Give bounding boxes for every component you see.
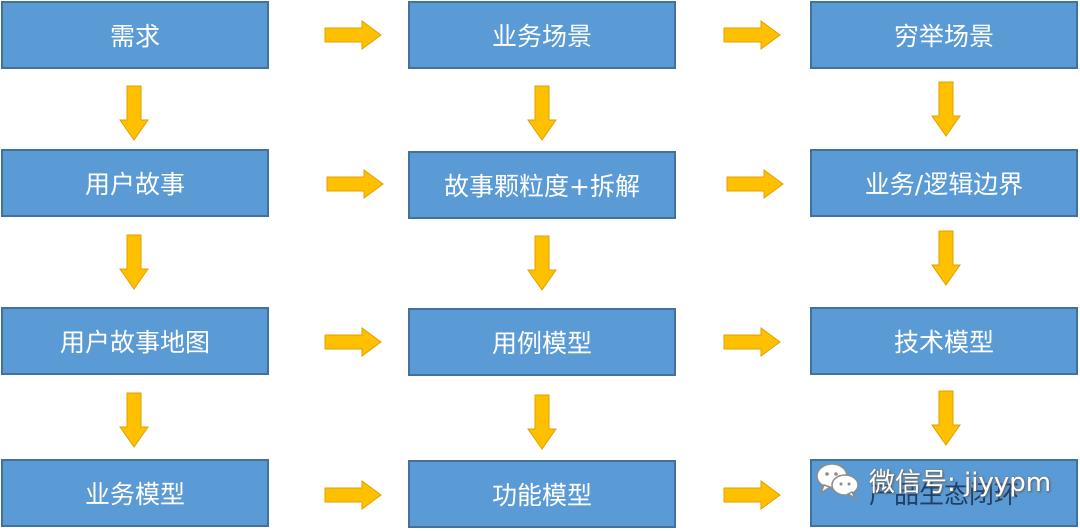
arrow-down-c1-b — [119, 234, 149, 290]
arrow-right-r1-b — [723, 20, 781, 50]
arrow-right-r3-b — [723, 327, 781, 357]
arrow-right-r2-b — [726, 169, 784, 199]
arrow-down-c2-a — [527, 85, 557, 141]
arrow-right-r4-b — [723, 480, 781, 510]
arrow-down-c3-a — [931, 81, 961, 137]
arrow-down-c1-a — [119, 85, 149, 141]
node-demand: 需求 — [1, 1, 269, 69]
node-user-story-map: 用户故事地图 — [1, 307, 269, 375]
arrow-right-r1-a — [324, 20, 382, 50]
watermark-text: 微信号: jiyypm — [869, 467, 1052, 498]
watermark: 微信号: jiyypm — [815, 455, 1051, 505]
arrow-down-c3-b — [931, 230, 961, 286]
arrow-down-c3-c — [931, 390, 961, 446]
node-exhaustive-scene: 穷举场景 — [810, 1, 1078, 69]
node-tech-model: 技术模型 — [810, 307, 1078, 375]
arrow-down-c1-c — [119, 392, 149, 448]
node-product-ecosystem: 产品生态闭环 — [810, 459, 1078, 527]
node-user-story: 用户故事 — [1, 149, 269, 217]
arrow-right-r4-a — [324, 480, 382, 510]
node-business-boundary: 业务/逻辑边界 — [810, 149, 1078, 217]
node-function-model: 功能模型 — [408, 460, 676, 528]
node-business-scene: 业务场景 — [408, 1, 676, 69]
arrow-right-r3-a — [324, 327, 382, 357]
wechat-icon — [816, 463, 859, 500]
arrow-down-c2-b — [527, 235, 557, 291]
arrow-right-r2-a — [326, 169, 384, 199]
node-business-model: 业务模型 — [1, 459, 269, 527]
node-use-case-model: 用例模型 — [408, 308, 676, 376]
arrow-down-c2-c — [527, 394, 557, 450]
node-story-granularity: 故事颗粒度+拆解 — [408, 151, 676, 219]
